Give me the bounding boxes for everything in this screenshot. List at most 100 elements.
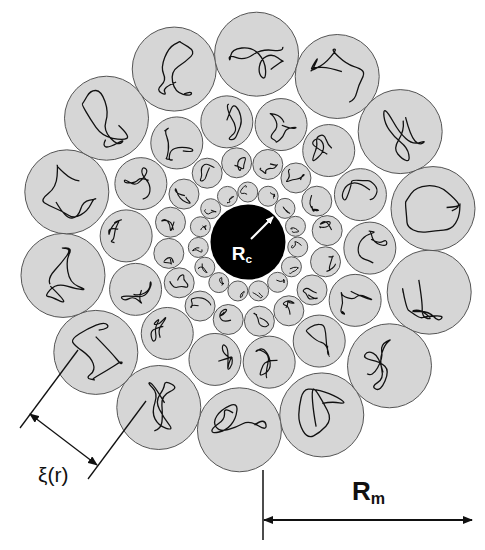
blob-circle <box>285 216 305 236</box>
polymer-chain <box>240 291 244 297</box>
polymer-chain <box>342 180 377 200</box>
polymer-chain <box>109 220 122 243</box>
blob-circle <box>141 307 193 359</box>
blob-circle <box>217 186 237 206</box>
blob-circle <box>253 149 283 179</box>
polymer-chain <box>283 207 290 214</box>
blob-circle <box>164 268 194 298</box>
polymer-chain <box>162 220 174 231</box>
dimension-arrow <box>30 414 97 465</box>
blob-circle <box>190 217 210 237</box>
polymer-chain <box>241 186 248 195</box>
polymer-chain <box>191 298 211 308</box>
blob-circle <box>201 96 253 148</box>
blob-circle <box>255 99 307 151</box>
polymer-chain <box>151 318 166 341</box>
core-shape <box>210 204 286 280</box>
polymer-chain <box>365 340 391 390</box>
polymer-chain <box>164 258 173 264</box>
polymer-chain <box>276 279 284 283</box>
blob-circle <box>100 210 152 262</box>
polymer-chain <box>212 405 266 433</box>
polymer-chain <box>254 313 269 327</box>
blob-circle <box>155 207 185 237</box>
dimension-label: Rm <box>352 478 385 506</box>
polymer-chain <box>270 193 275 199</box>
polymer-chain <box>406 186 460 232</box>
polymer-chain <box>358 231 387 263</box>
extension-line <box>20 350 78 428</box>
blob-circle <box>347 324 431 408</box>
blob-circle <box>281 163 311 193</box>
blob-circle <box>151 117 203 169</box>
blob-circle <box>311 247 341 277</box>
blob-circle <box>110 263 162 315</box>
subscript: m <box>371 489 385 507</box>
blob-circle <box>312 216 342 246</box>
blob-circle <box>280 373 364 457</box>
polymer-chain <box>220 309 231 321</box>
blob-circle <box>288 237 308 257</box>
polymer-chain <box>253 292 263 298</box>
blob-circle <box>188 237 208 257</box>
polymer-chain <box>291 228 299 233</box>
polymer-chain <box>341 291 372 315</box>
polymer-chain <box>149 382 175 431</box>
polymer-chain <box>256 349 277 378</box>
polymer-chain <box>47 248 84 302</box>
polymer-chain <box>287 169 305 181</box>
polymer-chain <box>220 278 224 286</box>
polymer-chain <box>121 282 151 303</box>
blob-circle <box>391 167 475 251</box>
polymer-chain <box>310 195 319 211</box>
blob-circle <box>293 315 345 367</box>
blob-circle <box>238 182 258 202</box>
polymer-chain <box>124 168 150 199</box>
polymer-chain <box>205 209 217 214</box>
blob-circle <box>132 27 216 111</box>
polymer-chain <box>289 267 298 273</box>
polymer-chain <box>43 165 96 218</box>
blob-circle <box>54 310 138 394</box>
blob-circle <box>215 12 299 96</box>
blob-circle <box>65 76 149 160</box>
polymer-chain <box>72 323 122 380</box>
core-circle: Rc <box>210 204 286 280</box>
polymer-chain <box>170 275 188 288</box>
blob-circle <box>268 272 288 292</box>
blob-circle <box>25 150 109 234</box>
polymer-chain <box>201 226 206 230</box>
polymer-chain <box>159 42 193 96</box>
blob-circle <box>244 306 274 336</box>
blob-circle <box>222 148 252 178</box>
extension-line <box>88 401 146 479</box>
polymer-chain <box>175 189 190 204</box>
polymer-chain <box>311 49 364 102</box>
polymer-chain <box>229 47 283 78</box>
polymer-chain <box>384 111 424 161</box>
dimension-arrow <box>264 519 472 521</box>
polymer-chain <box>200 164 214 181</box>
polymer-chain <box>260 164 277 173</box>
blob-circle <box>154 238 184 268</box>
subscript: c <box>245 252 252 265</box>
blob-circle <box>249 281 269 301</box>
polymer-chain <box>192 248 202 252</box>
polymer-chain <box>313 135 332 160</box>
radius-arrow <box>251 217 273 239</box>
polymer-chain <box>306 324 329 356</box>
blob-circle <box>344 222 396 274</box>
blob-circle <box>115 158 167 210</box>
polymer-chain <box>327 256 336 271</box>
blob-circle <box>192 158 222 188</box>
blob-circle <box>275 198 295 218</box>
blob-circle <box>297 275 327 305</box>
blob-circle <box>228 281 248 301</box>
blob-circle <box>201 199 221 219</box>
polymer-chain <box>270 114 296 143</box>
blob-circle <box>334 169 386 221</box>
polymer-chain <box>235 158 246 171</box>
polymer-chain <box>283 301 294 315</box>
blob-circle <box>302 186 332 216</box>
blob-circle <box>21 233 105 317</box>
